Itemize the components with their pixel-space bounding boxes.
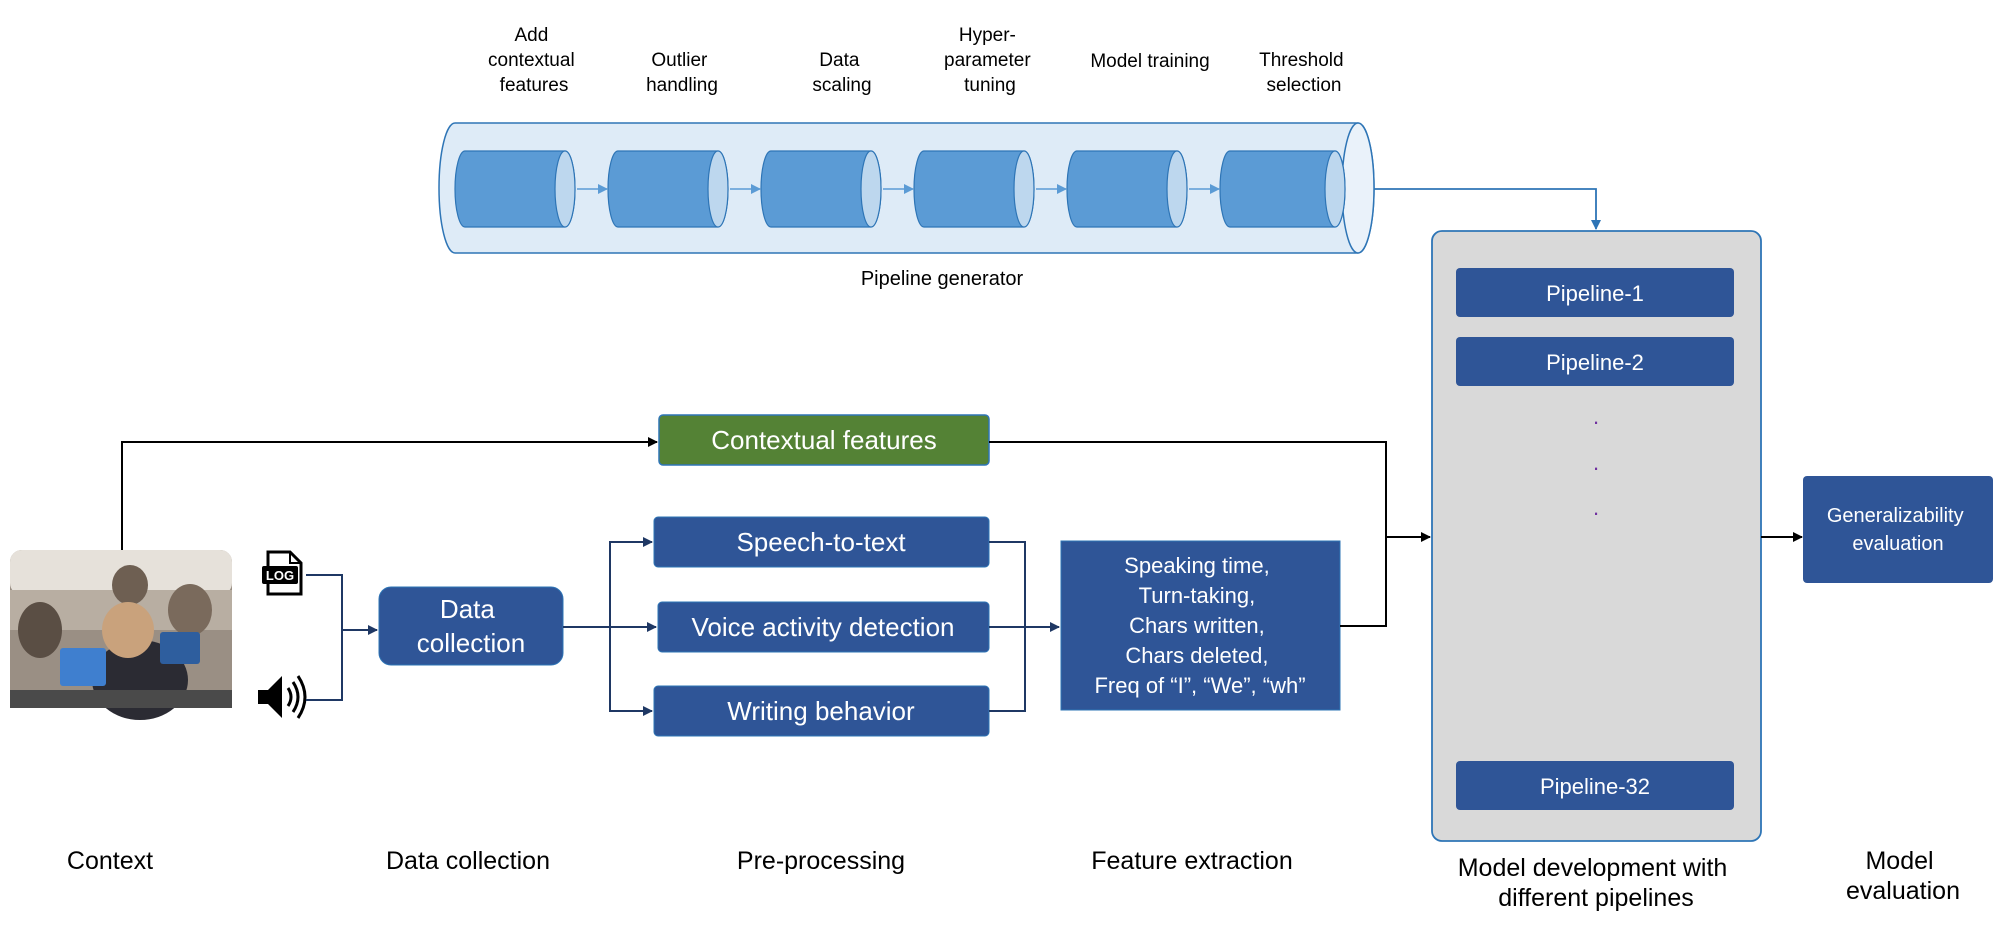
step-label-outlier-handling: Outlier handling (646, 50, 718, 96)
step-label-add-contextual-features: Add contextual features (488, 25, 580, 96)
stage-label-model-development: Model development with different pipelin… (1458, 854, 1735, 912)
svg-text:Pipeline-2: Pipeline-2 (1546, 350, 1644, 375)
step-cylinder (913, 150, 1035, 228)
svg-text:Pipeline-32: Pipeline-32 (1540, 774, 1650, 799)
stage-label-context: Context (67, 847, 153, 875)
pipeline-generator: Add contextual features Outlier handling… (438, 25, 1375, 290)
writing-behavior-box: Writing behavior (653, 685, 990, 737)
log-connector (306, 574, 343, 630)
svg-text:Speaking time, Turn-taki: Speaking time, Turn-taking, Chars writte… (1094, 553, 1305, 698)
step-label-hyperparameter-tuning: Hyper- parameter tuning (944, 25, 1036, 96)
step-label-data-scaling: Data scaling (812, 50, 871, 96)
pipeline-1-box: Pipeline-1 (1456, 268, 1734, 317)
svg-text:Contextual features: Contextual features (711, 425, 936, 455)
stage-label-data-collection: Data collection (386, 847, 550, 875)
extracted-features-box: Speaking time, Turn-taking, Chars writte… (1060, 540, 1341, 711)
step-label-threshold-selection: Threshold selection (1259, 50, 1349, 96)
features-to-models-line (1340, 537, 1387, 627)
contextual-to-models-line (989, 441, 1387, 537)
svg-text:Writing behavior: Writing behavior (727, 696, 915, 726)
speaker-icon (258, 675, 307, 719)
model-development-panel: Pipeline-1 Pipeline-2 . . . Pipeline-32 (1431, 230, 1762, 842)
svg-text:Generalizability evaluat: Generalizability evaluation (1827, 505, 1969, 555)
audio-connector (306, 630, 343, 701)
svg-text:Speech-to-text: Speech-to-text (736, 527, 906, 557)
ellipsis-dot: . (1593, 404, 1599, 429)
step-cylinder (1219, 150, 1346, 228)
speech-to-text-box: Speech-to-text (653, 516, 990, 568)
ellipsis-dot: . (1593, 450, 1599, 475)
contextual-features-box: Contextual features (658, 414, 990, 466)
context-to-contextual-arrow (121, 437, 658, 550)
generalizability-evaluation-box: Generalizability evaluation (1803, 476, 1993, 583)
stage-label-feature-extraction: Feature extraction (1091, 847, 1293, 875)
speech-out-line (989, 541, 1026, 627)
step-cylinder (760, 150, 882, 228)
voice-activity-detection-box: Voice activity detection (657, 601, 990, 653)
branch-speech (609, 537, 653, 627)
pipeline-32-box: Pipeline-32 (1456, 761, 1734, 810)
writing-out-line (989, 627, 1026, 712)
svg-text:Voice activity detection: Voice activity detection (691, 612, 954, 642)
generator-to-models-arrow (1374, 188, 1601, 230)
ellipsis-dot: . (1593, 495, 1599, 520)
log-file-icon: LOG (262, 550, 303, 596)
data-collection-box: Data collection (378, 586, 564, 666)
branch-writing (609, 627, 653, 716)
svg-text:Pipeline-1: Pipeline-1 (1546, 281, 1644, 306)
step-label-model-training: Model training (1090, 51, 1209, 72)
svg-text:LOG: LOG (266, 568, 294, 583)
step-cylinder (607, 150, 729, 228)
pipeline-generator-label: Pipeline generator (861, 268, 1024, 290)
pipeline-2-box: Pipeline-2 (1456, 337, 1734, 386)
classroom-photo (10, 550, 232, 720)
stage-label-model-evaluation: Model evaluation (1846, 847, 1960, 905)
step-cylinder (454, 150, 576, 228)
stage-label-pre-processing: Pre-processing (737, 847, 905, 875)
svg-text:Data collection: Data collection (417, 594, 525, 658)
step-cylinder (1066, 150, 1188, 228)
